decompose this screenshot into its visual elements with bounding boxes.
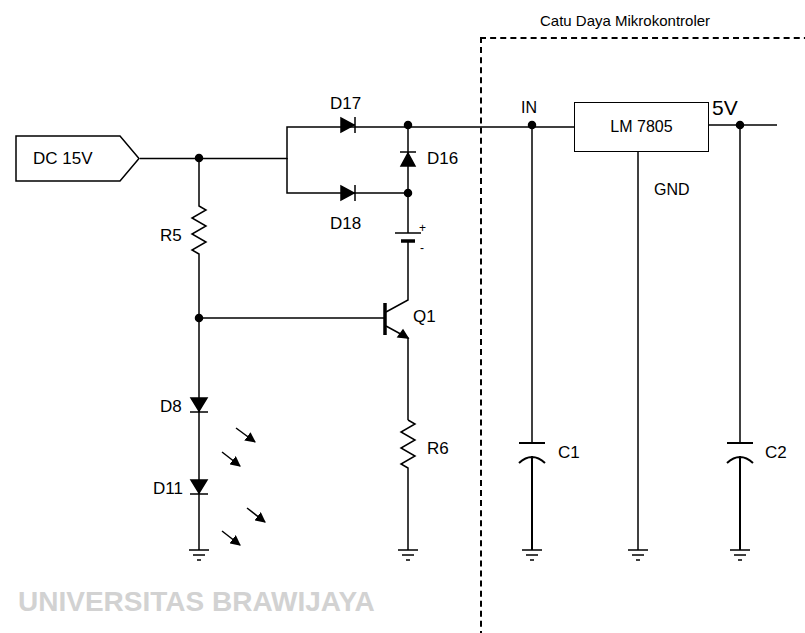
resistor-label: R5 — [160, 226, 182, 246]
wire — [198, 318, 200, 550]
junction-dot — [529, 122, 536, 129]
diode-symbol — [341, 185, 355, 201]
wire — [407, 193, 409, 233]
ground-symbol — [522, 550, 542, 560]
light-arrow — [222, 452, 240, 466]
ground-symbol — [398, 550, 418, 560]
polarity-mark: + — [419, 222, 426, 236]
wire — [199, 317, 385, 319]
dashed-region: Catu Daya MikrokontrolerLM 7805 — [480, 37, 805, 633]
wire — [287, 158, 408, 193]
resistor-symbol — [192, 158, 206, 318]
polarity-mark: - — [420, 242, 424, 256]
diode-label: D16 — [427, 149, 458, 169]
ground-symbol — [730, 550, 750, 560]
resistor-label: R6 — [427, 439, 449, 459]
diode-symbol — [400, 152, 416, 166]
light-arrow — [222, 531, 240, 545]
flag-outline — [16, 136, 139, 181]
wire — [386, 326, 408, 420]
junction-dot — [737, 122, 744, 129]
node-text: DC 15V — [33, 149, 93, 169]
transistor-base — [383, 303, 387, 335]
light-arrow — [247, 508, 265, 522]
pin-label: GND — [654, 181, 690, 199]
diode-label: D18 — [330, 214, 361, 234]
diode-symbol — [341, 117, 355, 133]
node-text: LM 7805 — [610, 118, 672, 136]
junction-dot — [405, 122, 412, 129]
junction-dot — [405, 190, 412, 197]
transistor-label: Q1 — [413, 307, 436, 327]
led-label: D11 — [153, 479, 183, 499]
led-symbol — [190, 398, 208, 412]
capacitor-symbol — [519, 443, 545, 550]
led-label: D8 — [160, 397, 182, 417]
battery-plate — [395, 232, 421, 234]
light-arrow — [236, 428, 255, 442]
wire — [637, 150, 639, 550]
region-title: Catu Daya Mikrokontroler — [540, 12, 805, 29]
junction-dot — [196, 315, 203, 322]
capacitor-label: C1 — [558, 443, 580, 463]
wire — [531, 125, 533, 443]
capacitor-label: C2 — [765, 443, 787, 463]
resistor-symbol — [401, 420, 415, 550]
wire — [386, 241, 408, 312]
wire — [140, 127, 574, 159]
pin-label: IN — [521, 99, 537, 117]
regulator-box: LM 7805 — [574, 102, 709, 152]
diode-label: D17 — [330, 94, 361, 114]
ground-symbol — [628, 550, 648, 560]
input-flag: DC 15V — [15, 135, 140, 182]
ground-symbol — [189, 550, 209, 560]
capacitor-symbol — [727, 443, 753, 550]
watermark: UNIVERSITAS BRAWIJAYA — [18, 586, 375, 618]
led-symbol — [190, 480, 208, 494]
junction-dot — [196, 155, 203, 162]
wire — [739, 125, 741, 443]
emitter-arrow — [398, 330, 408, 338]
pin-label: 5V — [712, 96, 738, 120]
